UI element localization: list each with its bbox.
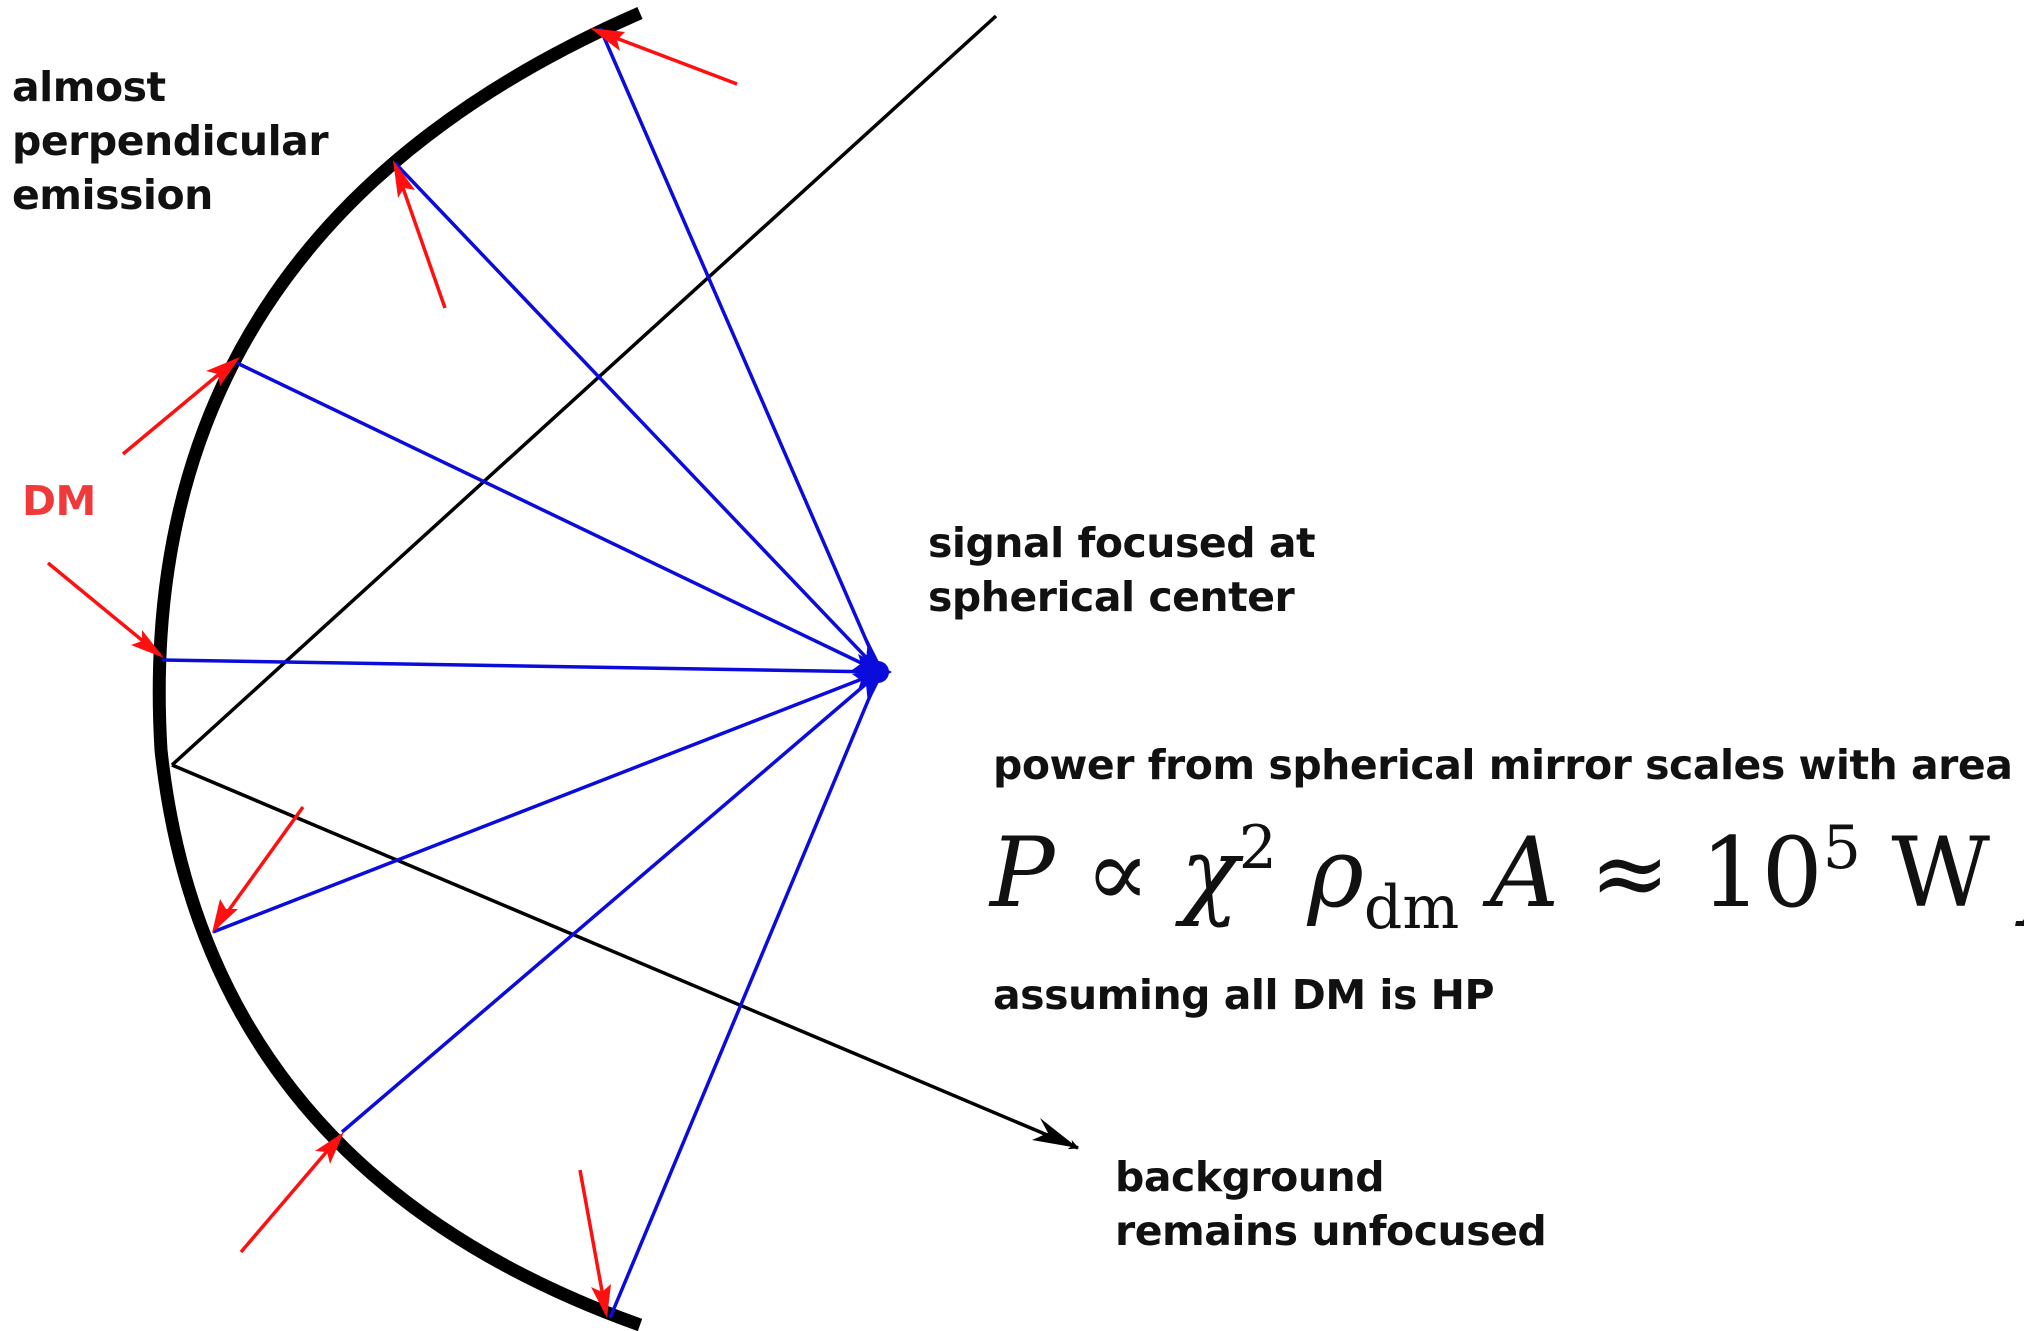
focused-rays (161, 27, 882, 1319)
power-label: power from spherical mirror scales with … (993, 741, 2013, 789)
blue-ray (161, 658, 881, 674)
emission-label: almost perpendicular emission (12, 60, 329, 222)
power-formula: P ∝ χ2 ρdm A ≈ 105 W χ2 (990, 817, 2024, 938)
formula-chi: χ (1180, 817, 1239, 929)
background-arrow (171, 763, 1079, 1150)
background-label: background remains unfocused (1115, 1150, 1547, 1258)
formula-W: W (1891, 817, 1991, 929)
formula-exp: 5 (1822, 813, 1861, 883)
dm-arrow (578, 1169, 608, 1314)
blue-ray (340, 670, 882, 1134)
formula-dm-sub: dm (1363, 873, 1460, 943)
spherical-mirror (152, 7, 643, 1331)
dm-arrow (121, 358, 238, 456)
background-line-1: background (1115, 1153, 1385, 1201)
emission-line-1: almost (12, 63, 166, 111)
emission-line-3: emission (12, 171, 213, 219)
background-arrowhead (1032, 1118, 1078, 1148)
formula-ten: 10 (1700, 817, 1823, 929)
dm-label: DM (22, 477, 96, 525)
blue-ray (608, 671, 882, 1319)
formula-prop: ∝ (1085, 817, 1151, 929)
assumption-label: assuming all DM is HP (993, 971, 1495, 1019)
dm-arrow (239, 1134, 342, 1254)
blue-ray (236, 361, 881, 674)
formula-rho: ρ (1307, 817, 1364, 929)
background-line-2: remains unfocused (1115, 1207, 1547, 1255)
dm-arrow (214, 805, 305, 930)
dm-arrow (599, 30, 738, 86)
formula-A: A (1489, 817, 1560, 929)
dm-arrow (394, 167, 447, 309)
formula-chi-2: χ (2021, 817, 2024, 929)
signal-line-1: signal focused at (928, 519, 1316, 567)
signal-line-2: spherical center (928, 573, 1295, 621)
blue-ray (212, 670, 881, 934)
formula-P: P (990, 817, 1055, 929)
dm-arrowheads (131, 28, 625, 1318)
focal-point (852, 640, 892, 704)
mirror-axis-line (170, 14, 998, 767)
blue-ray (598, 27, 882, 673)
formula-sq: 2 (1238, 813, 1277, 883)
dm-arrow (46, 561, 162, 657)
dm-arrows (46, 30, 738, 1314)
blue-ray (393, 161, 882, 674)
formula-approx: ≈ (1589, 817, 1671, 929)
emission-line-2: perpendicular (12, 117, 329, 165)
signal-label: signal focused at spherical center (928, 516, 1316, 624)
